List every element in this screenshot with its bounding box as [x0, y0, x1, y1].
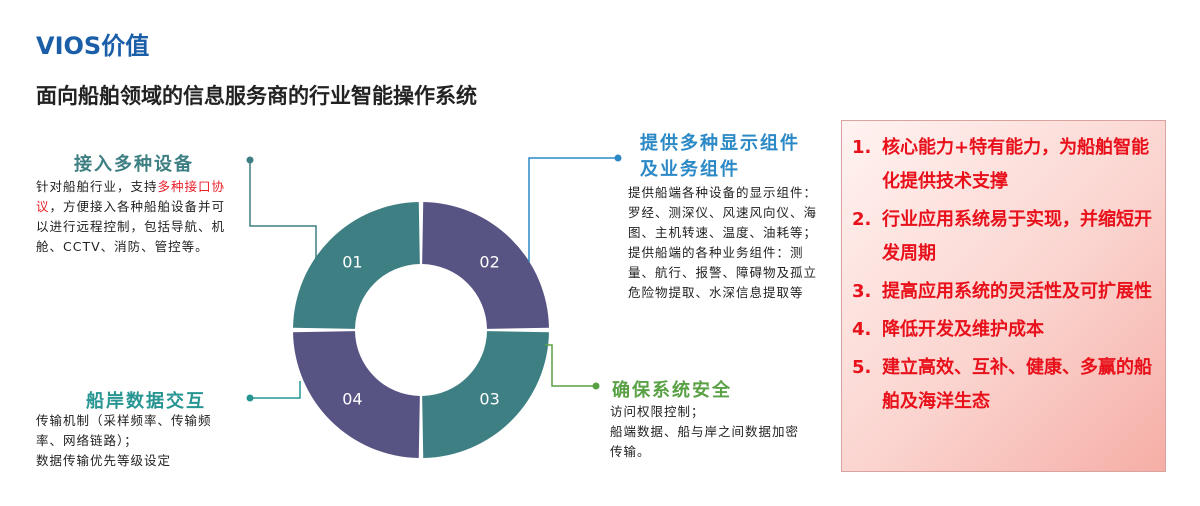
value-item-number: 5. [852, 357, 872, 378]
q1-desc-highlight: 多种接口协议 [36, 179, 226, 214]
q2-desc-p2: 提供船端的各种业务组件：测量、航行、报警、障碍物及孤立危险物提取、水深信息提取等 [628, 245, 818, 300]
value-item-number: 1. [852, 137, 872, 158]
value-item-text: 提高应用系统的灵活性及可扩展性 [882, 281, 1152, 302]
page-title: VIOS价值 [36, 32, 150, 60]
q1-desc-pre: 针对船舶行业，支持 [36, 179, 158, 194]
value-item: 3. 提高应用系统的灵活性及可扩展性 [852, 275, 1155, 309]
ring-segment-label: 04 [342, 390, 362, 409]
ring-segment-label: 01 [342, 252, 362, 271]
ring-diagram: 01 02 03 04 [246, 154, 622, 458]
connector-q4 [250, 381, 301, 399]
connector-q2 [528, 157, 618, 262]
value-list: 1. 核心能力+特有能力，为船舶智能化提供技术支撑 2. 行业应用系统易于实现，并缩短… [842, 121, 1165, 419]
value-item-number: 2. [852, 209, 872, 230]
ring-segment-04 [293, 331, 420, 458]
value-item-text: 建立高效、互补、健康、多赢的船舶及海洋生态 [882, 357, 1152, 412]
value-item-number: 3. [852, 281, 872, 302]
q2-title: 提供多种显示组件 及业务组件 [640, 131, 800, 183]
q1-title: 接入多种设备 [74, 154, 194, 175]
value-item-number: 4. [852, 319, 872, 340]
connector-dot-q1 [246, 156, 254, 164]
q2-description: 提供船端各种设备的显示组件：罗经、测深仪、风速风向仪、海图、主机转速、温度、油耗… [628, 183, 818, 303]
value-item-text: 核心能力+特有能力，为船舶智能化提供技术支撑 [882, 137, 1150, 192]
connector-q3 [545, 344, 596, 387]
connector-dot-q2 [614, 154, 622, 162]
q3-title: 确保系统安全 [612, 380, 732, 401]
q3-desc-p2: 船端数据、船与岸之间数据加密传输。 [610, 424, 800, 459]
q3-description: 访问权限控制； 船端数据、船与岸之间数据加密传输。 [610, 402, 800, 462]
value-item-text: 行业应用系统易于实现，并缩短开发周期 [882, 209, 1152, 264]
page-subtitle: 面向船舶领域的信息服务商的行业智能操作系统 [36, 84, 477, 108]
q4-desc-p1: 传输机制（采样频率、传输频率、网络链路）； [36, 413, 212, 448]
value-item: 4. 降低开发及维护成本 [852, 313, 1155, 347]
value-item: 5. 建立高效、互补、健康、多赢的船舶及海洋生态 [852, 351, 1155, 419]
ring-segment-label: 02 [479, 252, 499, 271]
q2-title-line2: 及业务组件 [640, 159, 740, 180]
value-box: 1. 核心能力+特有能力，为船舶智能化提供技术支撑 2. 行业应用系统易于实现，并缩短… [841, 120, 1166, 472]
q3-desc-p1: 访问权限控制； [610, 404, 705, 419]
value-item-text: 降低开发及维护成本 [882, 319, 1044, 340]
value-item: 2. 行业应用系统易于实现，并缩短开发周期 [852, 203, 1155, 271]
q4-desc-p2: 数据传输优先等级设定 [36, 453, 172, 468]
q2-title-line1: 提供多种显示组件 [640, 133, 800, 154]
q1-description: 针对船舶行业，支持多种接口协议，方便接入各种船舶设备并可以进行远程控制，包括导航… [36, 177, 231, 257]
q2-desc-p1: 提供船端各种设备的显示组件：罗经、测深仪、风速风向仪、海图、主机转速、温度、油耗… [628, 185, 818, 240]
ring-segments: 01 02 03 04 [293, 202, 549, 458]
connector-q1 [249, 160, 317, 264]
ring-segment-02 [422, 202, 549, 329]
value-item: 1. 核心能力+特有能力，为船舶智能化提供技术支撑 [852, 131, 1155, 199]
connector-dot-q3 [592, 382, 600, 390]
q4-description: 传输机制（采样频率、传输频率、网络链路）； 数据传输优先等级设定 [36, 411, 231, 471]
connector-dot-q4 [246, 394, 254, 402]
q4-title: 船岸数据交互 [86, 391, 206, 412]
ring-segment-label: 03 [479, 390, 499, 409]
ring-segment-01 [293, 202, 420, 329]
ring-segment-03 [422, 331, 549, 458]
q1-desc-post: ，方便接入各种船舶设备并可以进行远程控制，包括导航、机舱、CCTV、消防、管控等… [36, 199, 226, 254]
